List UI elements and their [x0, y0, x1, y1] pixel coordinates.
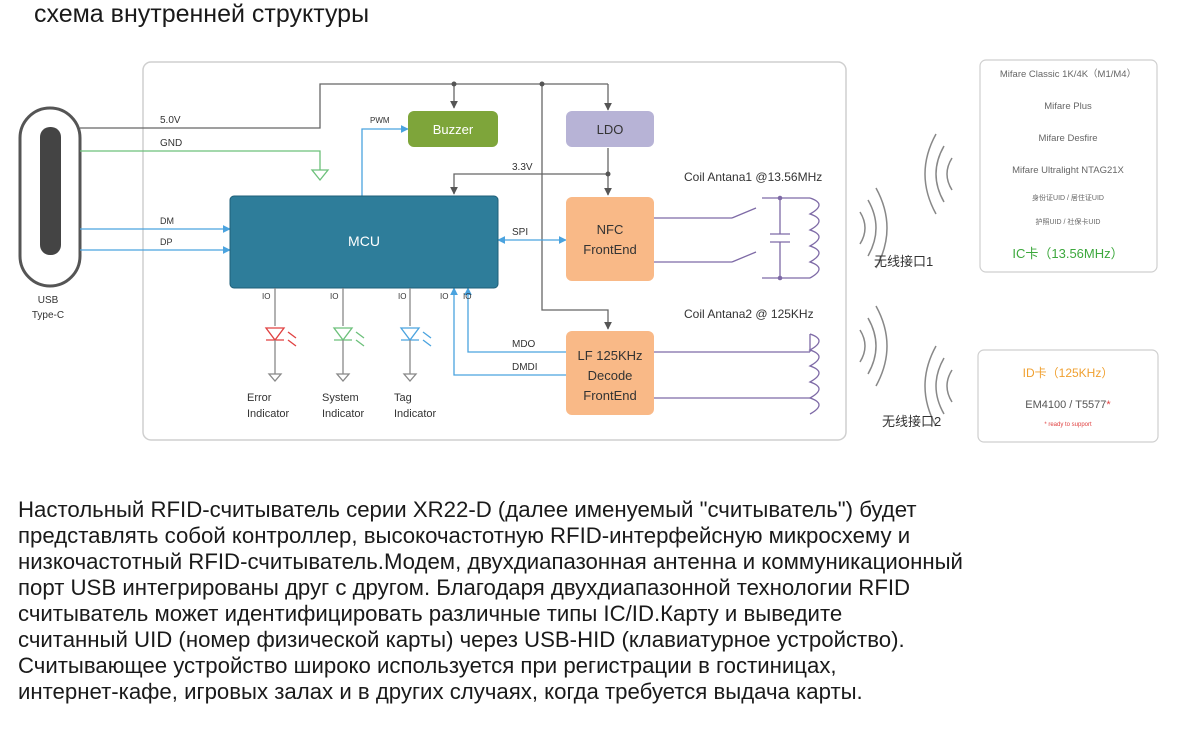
coil-1-label: Coil Antana1 @13.56MHz — [684, 170, 822, 184]
lf-data-lines — [450, 287, 566, 376]
id-card-box — [977, 349, 1159, 443]
buzzer-label: Buzzer — [433, 122, 474, 137]
signal-dmdi: DMDI — [512, 362, 538, 373]
description-line: Настольный RFID-считыватель серии XR22-D… — [18, 497, 917, 522]
lf-frontend-block — [566, 331, 654, 415]
usb-data-lines — [80, 225, 231, 254]
io-pin: IO — [440, 292, 448, 301]
nfc-label-1: NFC — [597, 222, 624, 237]
wireless-wave-icon — [859, 133, 953, 269]
description-line: считыватель может идентифицировать разли… — [18, 601, 843, 626]
power-bus — [80, 83, 612, 330]
io-pin: IO — [398, 292, 406, 301]
wireless-wave-icon — [859, 305, 953, 427]
ldo-label: LDO — [597, 122, 624, 137]
description-line: Считывающее устройство широко использует… — [18, 653, 837, 678]
description-line: считанный UID (номер физической карты) ч… — [18, 627, 905, 652]
signal-5v: 5.0V — [160, 115, 181, 126]
lf-label-1: LF 125KHz — [577, 348, 642, 363]
page-title: схема внутренней структуры — [34, 0, 370, 28]
description-line: порт USB интегрированы друг с другом. Бл… — [18, 575, 911, 600]
usb-label-1: USB — [38, 295, 59, 306]
signal-gnd: GND — [160, 138, 182, 149]
coil-antenna-2 — [654, 333, 820, 415]
id-card-note: * ready to support — [1044, 422, 1092, 428]
id-card-asterisk: * — [1106, 399, 1111, 411]
error-indicator-label-1: Error — [247, 392, 272, 404]
error-led-icon — [264, 288, 297, 382]
io-pin: IO — [262, 292, 270, 301]
description-line: низкочастотный RFID-считыватель.Модем, д… — [18, 549, 963, 574]
signal-spi: SPI — [512, 227, 528, 238]
ic-card-item: 身份证UID / 居住证UID — [1032, 193, 1104, 202]
usb-label-2: Type-C — [32, 310, 64, 321]
error-indicator-label-2: Indicator — [247, 408, 290, 420]
io-pin: IO — [463, 292, 471, 301]
ic-card-item: Mifare Ultralight NTAG21X — [1012, 165, 1124, 176]
system-indicator-label-1: System — [322, 392, 359, 404]
signal-dp: DP — [160, 237, 173, 247]
system-led-icon — [332, 288, 365, 382]
buzzer-block — [408, 111, 498, 147]
nfc-frontend-block — [566, 197, 654, 281]
signal-pwm: PWM — [370, 116, 390, 125]
wireless-interface-1: 无线接口1 — [874, 254, 933, 269]
nfc-label-2: FrontEnd — [583, 242, 636, 257]
mcu-label: MCU — [348, 233, 380, 249]
ic-card-item: Mifare Desfire — [1038, 133, 1097, 144]
ic-card-item: 护照UID / 社保卡UID — [1036, 217, 1101, 226]
signal-mdo: MDO — [512, 339, 536, 350]
tag-indicator-label-1: Tag — [394, 392, 412, 404]
io-pin: IO — [330, 292, 338, 301]
lf-label-2: Decode — [588, 368, 633, 383]
lf-label-3: FrontEnd — [583, 388, 636, 403]
pwm-line — [361, 125, 409, 196]
description-line: интернет-кафе, игровых залах и в других … — [18, 679, 863, 704]
description: Настольный RFID-считыватель серии XR22-D… — [18, 497, 1178, 705]
ic-card-item: Mifare Plus — [1044, 101, 1092, 112]
id-card-title: ID卡（125KHz） — [1023, 366, 1114, 380]
gnd-line — [80, 150, 330, 182]
usb-connector — [18, 106, 82, 288]
ic-card-item: Mifare Classic 1K/4K（M1/M4） — [1000, 68, 1136, 80]
id-card-models: EM4100 / T5577* — [1025, 399, 1111, 411]
description-line: представлять собой контроллер, высокочас… — [18, 523, 911, 548]
signal-3v3: 3.3V — [512, 162, 533, 173]
reader-frame — [142, 61, 847, 441]
coil-2-label: Coil Antana2 @ 125KHz — [684, 307, 814, 321]
mcu-block — [229, 195, 499, 289]
ic-card-box — [979, 59, 1158, 273]
system-indicator-label-2: Indicator — [322, 408, 365, 420]
block-diagram: USB Type-C MCU Buzzer LDO NFC FrontEn — [18, 59, 1159, 443]
ldo-block — [566, 111, 654, 147]
ic-card-title: IC卡（13.56MHz） — [1012, 246, 1123, 261]
tag-led-icon — [399, 288, 432, 382]
tag-indicator-label-2: Indicator — [394, 408, 437, 420]
coil-antenna-1 — [654, 197, 820, 279]
wireless-interface-2: 无线接口2 — [882, 414, 941, 429]
signal-dm: DM — [160, 216, 174, 226]
